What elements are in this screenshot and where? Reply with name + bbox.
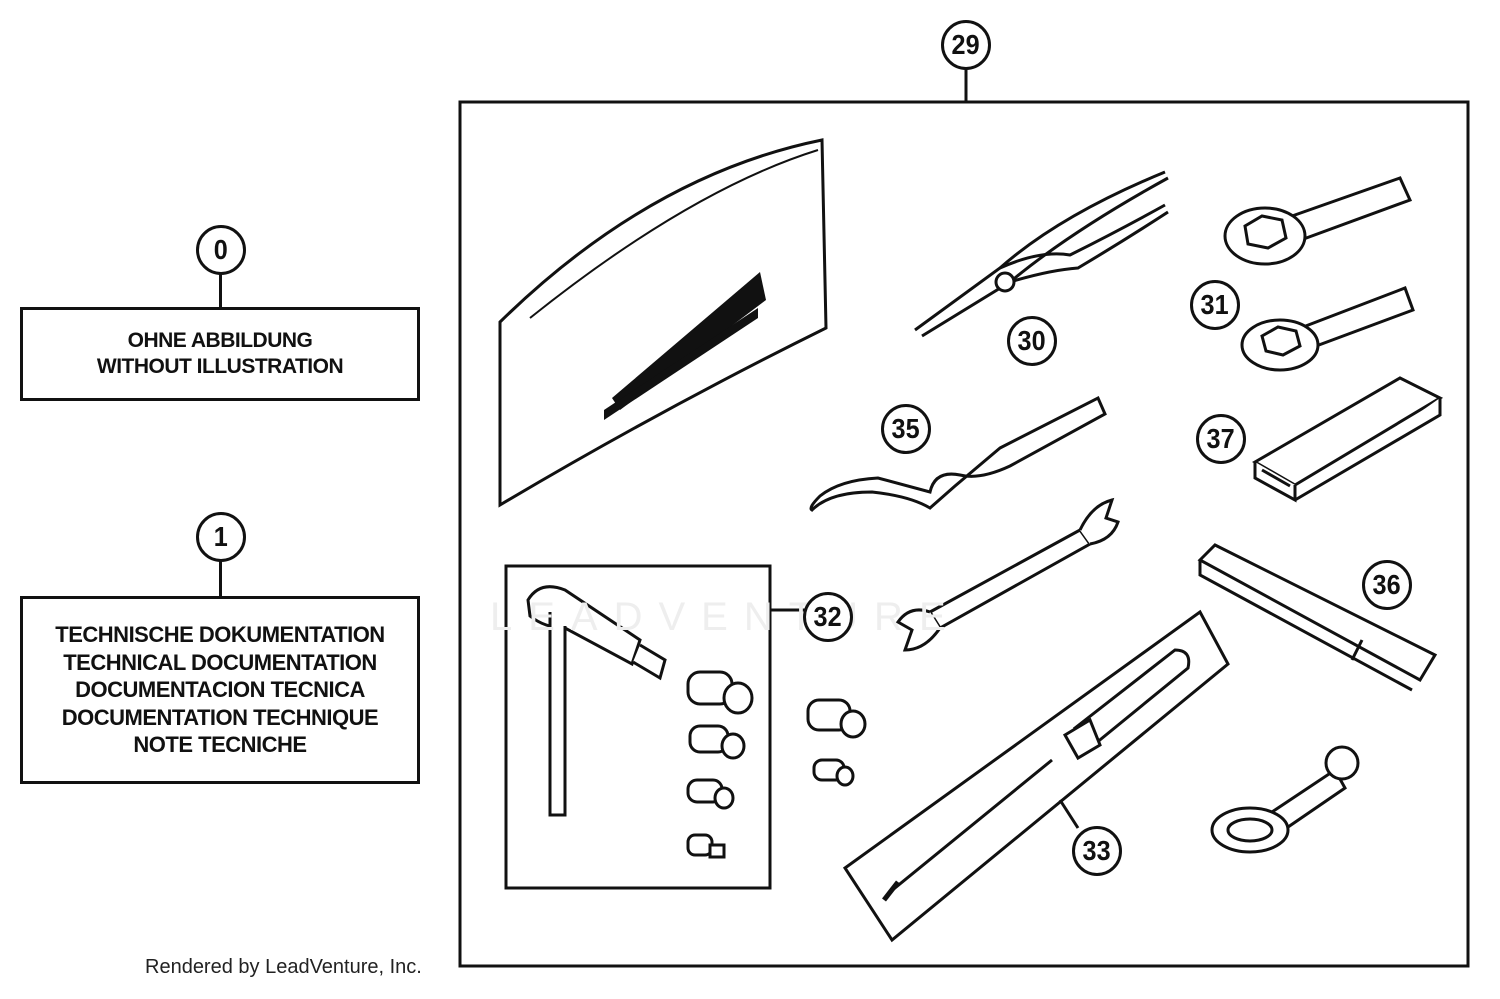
hook-spanner-icon	[809, 395, 1107, 512]
pliers-icon	[914, 170, 1169, 338]
leader-line-0	[219, 274, 222, 308]
ring-spanner-icon	[1223, 176, 1415, 372]
callout-37: 37	[1196, 414, 1246, 464]
callout-35: 35	[881, 404, 931, 454]
open-end-wrench-icon	[895, 497, 1120, 652]
callout-36-label: 36	[1372, 569, 1402, 600]
leader-line-1	[219, 561, 222, 597]
technical-doc-line1: TECHNISCHE DOKUMENTATION	[55, 622, 385, 648]
callout-37-label: 37	[1206, 423, 1236, 454]
callout-33: 33	[1072, 826, 1122, 876]
screwdriver-icon	[842, 609, 1230, 943]
tool-kit-frame	[458, 100, 1470, 968]
technical-doc-line2: TECHNICAL DOCUMENTATION	[63, 649, 377, 675]
allen-key-icon	[526, 585, 667, 817]
callout-1: 1	[196, 512, 246, 562]
socket-icon	[686, 670, 867, 859]
callout-32: 32	[803, 592, 853, 642]
callout-0-label: 0	[213, 234, 229, 265]
callout-29-label: 29	[951, 29, 981, 60]
technical-doc-line4: DOCUMENTATION TECHNIQUE	[61, 704, 379, 730]
leader-line-33	[1058, 799, 1080, 829]
callout-31: 31	[1190, 280, 1240, 330]
footer-credit: Rendered by LeadVenture, Inc.	[145, 956, 422, 978]
without-illustration-box: OHNE ABBILDUNG WITHOUT ILLUSTRATION	[20, 307, 420, 401]
callout-1-label: 1	[213, 521, 229, 552]
combination-spanner-icon	[1210, 745, 1360, 854]
callout-30-label: 30	[1017, 325, 1047, 356]
callout-36: 36	[1362, 560, 1412, 610]
callout-30: 30	[1007, 316, 1057, 366]
callout-29: 29	[941, 20, 991, 70]
technical-documentation-box: TECHNISCHE DOKUMENTATION TECHNICAL DOCUM…	[20, 596, 420, 784]
box-spanner-icon	[1251, 376, 1444, 503]
callout-33-label: 33	[1082, 835, 1112, 866]
without-illustration-line2: WITHOUT ILLUSTRATION	[96, 355, 344, 378]
callout-0: 0	[196, 225, 246, 275]
callout-35-label: 35	[891, 413, 921, 444]
tool-pouch-icon	[498, 138, 828, 508]
watermark: LEADVENTURE	[490, 595, 962, 639]
technical-doc-line5: NOTE TECNICHE	[133, 732, 307, 758]
callout-32-label: 32	[813, 601, 843, 632]
without-illustration-line1: OHNE ABBILDUNG	[127, 328, 313, 352]
technical-doc-line3: DOCUMENTACION TECNICA	[75, 677, 365, 703]
socket-wrench-icon	[1197, 543, 1438, 692]
allen-key-kit-box	[504, 564, 772, 890]
callout-31-label: 31	[1200, 289, 1230, 320]
